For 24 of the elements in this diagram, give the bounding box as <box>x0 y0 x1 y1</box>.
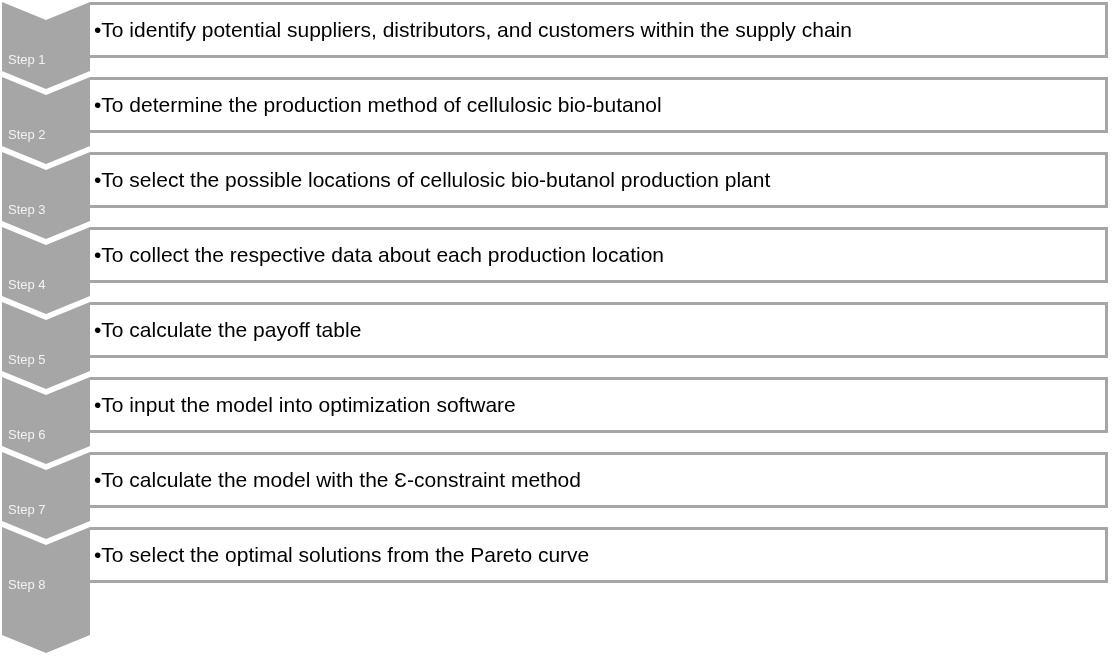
step-box <box>90 2 1108 58</box>
step-text: •To collect the respective data about each production location <box>93 243 665 267</box>
step-box <box>90 152 1108 208</box>
step-label: Step 2 <box>8 127 46 142</box>
step-text: •To identify potential suppliers, distributors, and customers within the supply chain <box>93 18 852 42</box>
step-text: •To select the optimal solutions from the Pareto curve <box>93 543 590 567</box>
step-text: •To calculate the payoff table <box>93 318 362 342</box>
step-box <box>90 227 1108 283</box>
step-label: Step 8 <box>8 577 46 592</box>
step-label: Step 6 <box>8 427 46 442</box>
step-box <box>90 77 1108 133</box>
step-label: Step 7 <box>8 502 46 517</box>
step-text: •To select the possible locations of cellulosic bio-butanol production plant <box>93 168 771 192</box>
step-box <box>90 527 1108 583</box>
step-box <box>90 452 1108 508</box>
step-text: •To input the model into optimization software <box>93 393 516 417</box>
step-label: Step 1 <box>8 52 46 67</box>
step-label: Step 3 <box>8 202 46 217</box>
step-label: Step 5 <box>8 352 46 367</box>
step-box <box>90 377 1108 433</box>
step-text: •To calculate the model with the Ɛ-constraint method <box>93 468 581 492</box>
step-label: Step 4 <box>8 277 46 292</box>
step-box <box>90 302 1108 358</box>
step-text: •To determine the production method of cellulosic bio-butanol <box>93 93 662 117</box>
